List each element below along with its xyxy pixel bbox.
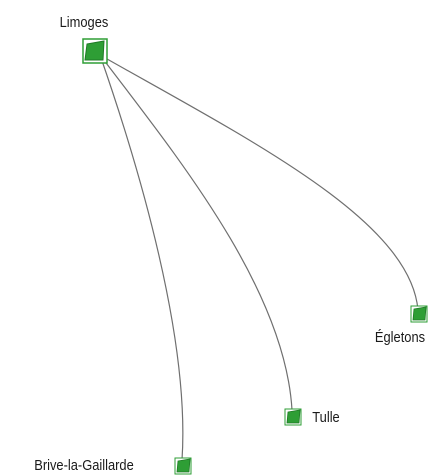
edge-limoges-brive <box>99 54 184 461</box>
edge-limoges-egletons <box>99 54 419 311</box>
edge-limoges-tulle <box>99 54 293 411</box>
node-brive[interactable]: Brive-la-Gaillarde <box>34 456 192 475</box>
map-location-icon <box>176 458 191 473</box>
map-location-icon <box>286 409 301 424</box>
node-egletons[interactable]: Égletons <box>375 305 428 345</box>
node-label-egletons: Égletons <box>375 328 425 345</box>
node-limoges[interactable]: Limoges <box>60 13 109 64</box>
node-label-tulle: Tulle <box>312 408 340 425</box>
edges <box>99 54 419 461</box>
node-label-limoges: Limoges <box>60 13 109 30</box>
node-tulle[interactable]: Tulle <box>284 408 340 426</box>
map-location-icon <box>84 40 105 61</box>
map-location-icon <box>412 306 427 321</box>
node-label-brive: Brive-la-Gaillarde <box>34 456 134 473</box>
